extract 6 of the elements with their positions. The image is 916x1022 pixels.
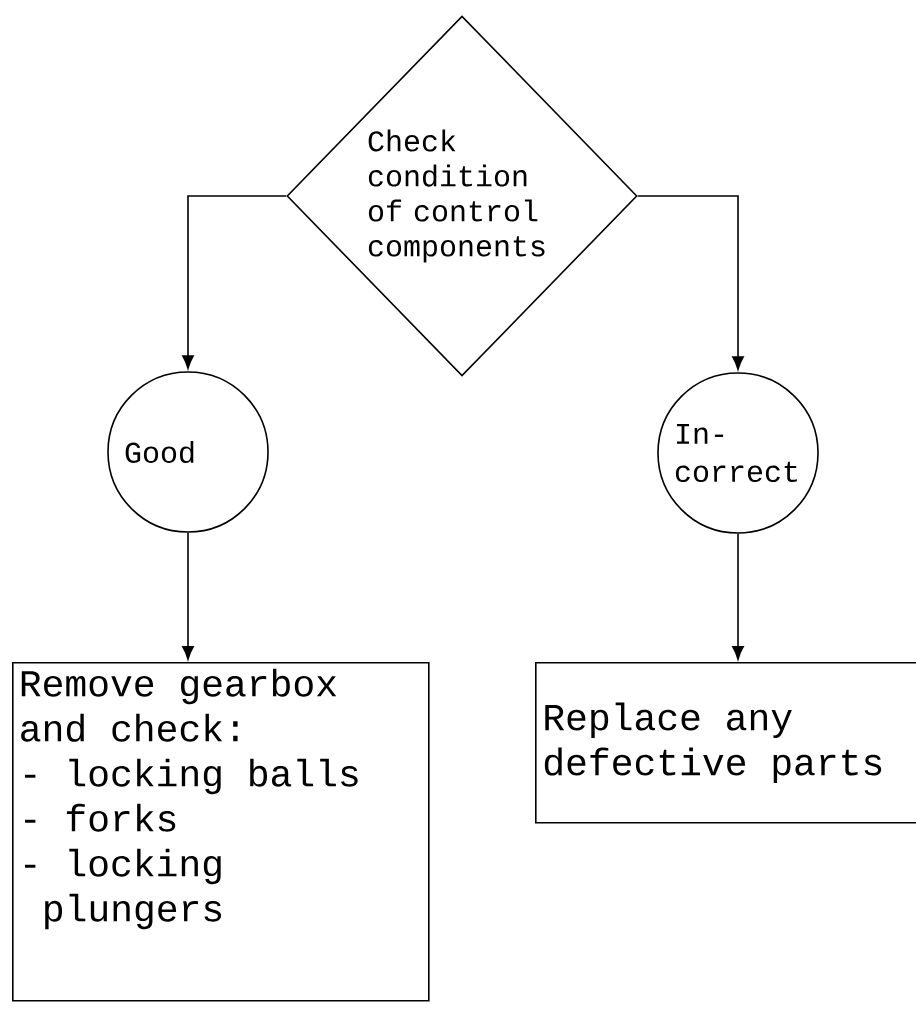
arrow — [637, 195, 744, 370]
arrow — [732, 533, 744, 660]
process-box: Remove gearbox and check: - locking balls - forks - locking plungers — [12, 662, 430, 1002]
process-box: Replace any defective parts — [535, 662, 916, 824]
arrow — [182, 532, 194, 660]
arrow — [182, 195, 287, 369]
